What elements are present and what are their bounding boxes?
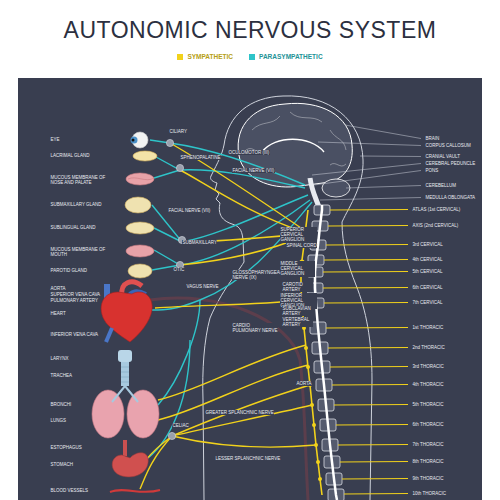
anatomy-label: 10th THORACIC [412,491,446,496]
ganglion-label: SUBMAXILLARY [182,240,217,245]
nerve-label: SUPERIOR CERVICAL GANGLION [280,227,317,243]
spinal-cord [315,205,337,500]
sympathetic-nerves [140,143,316,489]
anatomy-label: CRANIAL VAULT [425,154,460,159]
legend-item: PARASYMPATHETIC [249,53,323,60]
legend-text: PARASYMPATHETIC [259,53,323,60]
nerve-label: CAROTID ARTERY [282,282,313,292]
organ-label: SUPERIOR VENA CAVA [50,292,101,297]
ganglion-node: CELIAC [168,432,176,440]
ganglion-label: OTIC [173,267,185,272]
anatomy-label: 6th THORACIC [412,422,444,427]
title-text: AUTONOMIC NERVOUS SYSTEM [0,17,500,44]
ganglion-circle [176,164,184,172]
anatomy-label: CEREBRAL PEDUNCLE [425,161,476,166]
organ-label: LACRIMAL GLAND [50,153,90,158]
nerve-label: VAGUS NERVE [186,284,219,289]
anatomy-label: 2nd THORACIC [412,345,445,350]
organ-label: INFERIOR VENA CAVA [50,332,99,337]
anatomy-label: 3rd THORACIC [412,364,444,369]
ganglion-node: CILIARY [166,139,174,147]
organ-label: PULMONARY ARTERY [50,298,98,303]
legend-swatch [249,54,255,60]
ganglion-node: OTIC [176,261,184,269]
ganglion-circle [168,432,176,440]
nerve-label: FACIAL NERVE (VII) [232,168,275,173]
ganglion-circle [166,139,174,147]
anatomy-label: 7th CERVICAL [412,300,443,305]
organ-label: LARYNX [50,356,69,361]
nerve-label: GREATER SPLANCHNIC NERVE [205,410,274,415]
organ-label: MUCOUS MEMBRANE OF MOUTH [50,247,106,257]
nerve-label: CARDIO PULMONARY NERVE [232,323,278,333]
ganglion-label: SPHENOPALATINE [180,155,221,160]
anatomy-label: CORPUS CALLOSUM [425,143,471,148]
nerve-label: OCULOMOTOR (III) [228,150,270,155]
organ-label: PAROTID GLAND [50,268,87,273]
dark-panel [18,78,482,500]
nerve-label: AORTA [296,381,312,386]
organ-label: BRONCHI [50,402,72,407]
anatomy-label: 4th THORACIC [412,382,444,387]
nerve-label: SUBCLAVIAN ARTERY [282,306,313,316]
ganglion-node: SPHENOPALATINE [176,164,184,172]
anatomy-label: 9th THORACIC [412,476,444,481]
nerve-label: LESSER SPLANCHNIC NERVE [215,456,281,461]
organ-label: SUBMAXILLARY GLAND [50,202,102,207]
anatomy-label: 6th CERVICAL [412,285,443,290]
organ-drawings [92,132,160,492]
ganglion-label: CELIAC [172,423,189,428]
organ-label: AORTA [50,286,66,291]
organ-label: LUNGS [50,418,67,423]
legend: SYMPATHETIC PARASYMPATHETIC [0,53,500,60]
legend-swatch [177,54,183,60]
sympathetic-chain [299,210,322,495]
organ-label: EYE [50,137,60,142]
spinal-nerves [323,210,408,495]
anatomy-label: BRAIN [425,136,440,141]
anatomy-label: 3rd CERVICAL [412,242,443,247]
anatomy-label: PONS [425,168,439,173]
spine-vertebrae [307,205,344,500]
anatomy-label: CEREBELLUM [425,183,457,188]
aorta-tube [150,298,308,500]
anatomy-label: ATLAS (1st CERVICAL) [412,207,461,212]
organ-label: TRACHEA [50,373,73,378]
nerve-label: GLOSSOPHARYNGEAL NERVE (IX) [232,270,277,280]
ganglion-label: CILIARY [169,129,187,134]
leader-lines [312,125,421,200]
organ-label: SUBLINGUAL GLAND [50,225,96,230]
ganglion-node: SUBMAXILLARY [178,236,186,244]
nerve-label: FACIAL NERVE (VII) [168,208,211,213]
anatomy-label: MEDULLA OBLONGATA [425,195,476,200]
organ-label: HEART [50,311,66,316]
legend-item: SYMPATHETIC [177,53,233,60]
organ-label: MUCOUS MEMBRANE OF NOSE AND PALATE [50,175,106,185]
brain-drawing [238,103,352,210]
organ-label: STOMACH [50,462,73,467]
anatomy-label: 5th CERVICAL [412,269,443,274]
nerve-label: MIDDLE CERVICAL GANGLION [280,261,315,277]
organ-label: ESTOPHAGUS [50,445,82,450]
anatomy-label: AXIS (2nd CERVICAL) [412,223,459,228]
anatomy-label: 5th THORACIC [412,402,444,407]
anatomy-label: 4th CERVICAL [412,257,443,262]
anatomy-label: 1st THORACIC [412,325,444,330]
organ-label: BLOOD VESSELS [50,488,89,493]
nerve-label: SPINAL CORD [286,243,317,248]
nerve-label: VERTEBRAL ARTERY [282,317,313,327]
legend-text: SYMPATHETIC [187,53,233,60]
anatomy-label: 8th THORACIC [412,459,444,464]
anatomy-label: 7th THORACIC [412,442,444,447]
